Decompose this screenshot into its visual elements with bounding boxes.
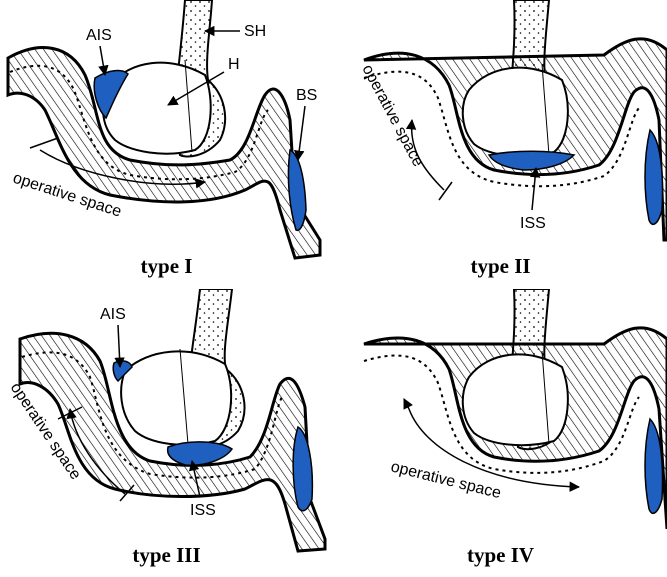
hollow-cavity — [463, 354, 568, 445]
bs-label: BS — [296, 87, 317, 104]
panel-type-1: AIS SH H BS operative space type I — [0, 0, 333, 288]
caption-type-1: type I — [0, 254, 333, 279]
h-label: H — [228, 56, 240, 73]
panel-type-4: operative space type IV — [334, 289, 667, 577]
iss-sinus — [168, 442, 232, 465]
hollow-cavity — [121, 351, 231, 444]
ais-label: AIS — [86, 27, 112, 44]
iss-label: ISS — [190, 502, 216, 519]
panel-type-2: ISS operative space type II — [334, 0, 667, 288]
ais-label: AIS — [100, 306, 126, 323]
diagram-type-2: ISS operative space — [334, 0, 667, 288]
diagram-type-3: AIS ISS operative space — [0, 289, 333, 577]
diagram-type-4: operative space — [334, 289, 667, 577]
iss-label: ISS — [520, 215, 546, 232]
caption-type-4: type IV — [334, 543, 667, 568]
operative-space-label: operative space — [358, 62, 426, 170]
bs-sinus — [293, 427, 312, 511]
panel-type-3: AIS ISS operative space type III — [0, 289, 333, 577]
diagram-type-1: AIS SH H BS operative space — [0, 0, 333, 288]
caption-type-2: type II — [334, 254, 667, 279]
operative-space-label: operative space — [389, 458, 503, 502]
caption-type-3: type III — [0, 543, 333, 568]
sh-label: SH — [244, 23, 266, 40]
hollow-cavity — [463, 68, 568, 157]
